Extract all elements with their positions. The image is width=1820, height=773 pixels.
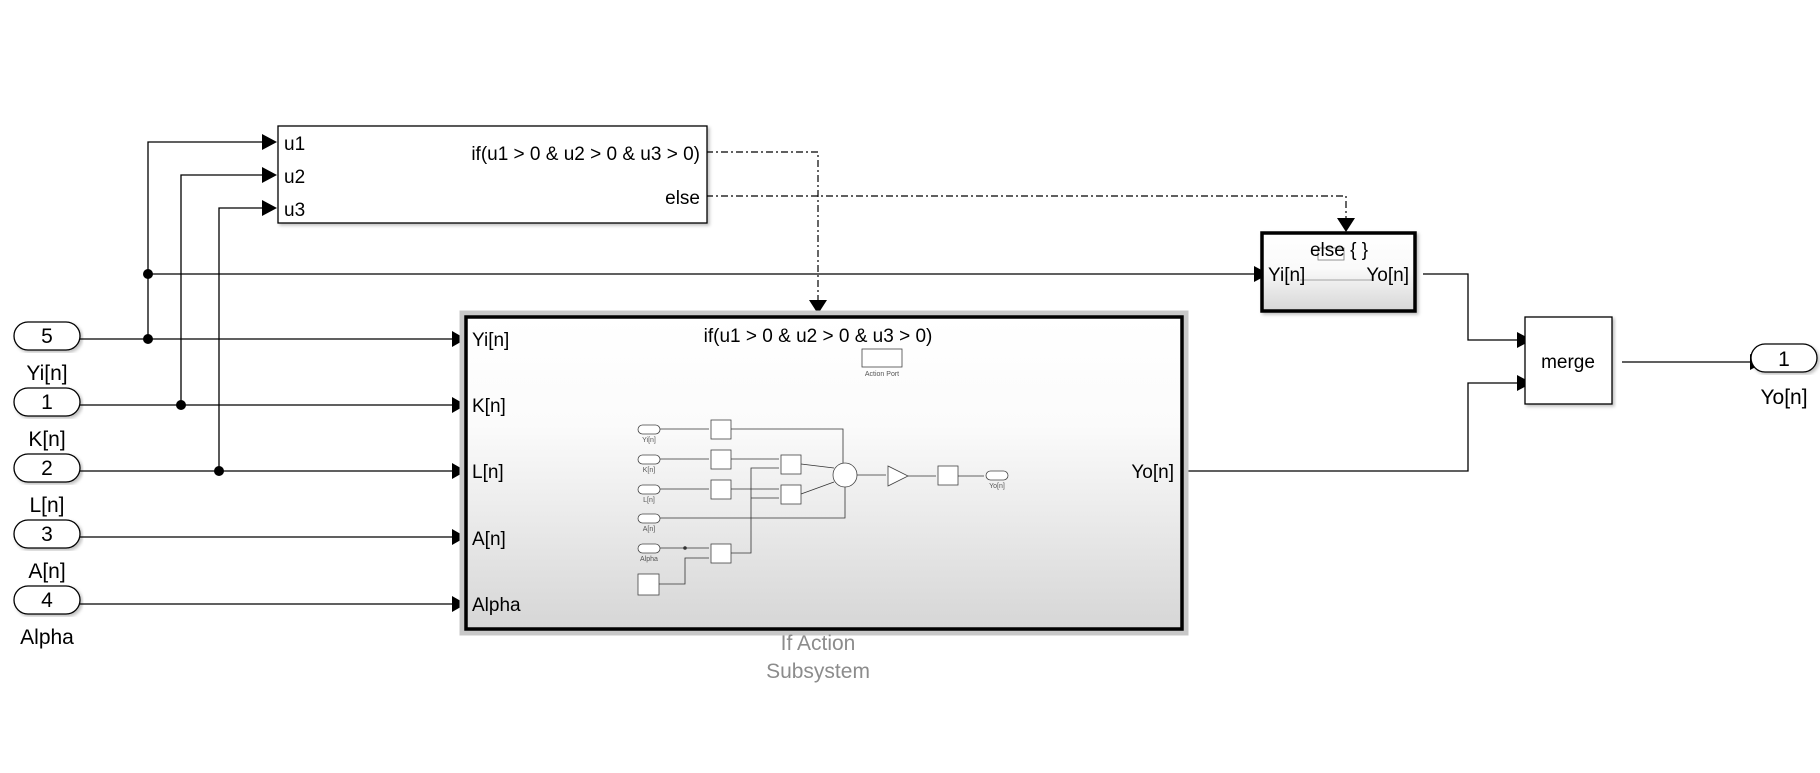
inport-l-number: 2 — [41, 457, 53, 480]
inner-outport-label: Yo[n] — [989, 483, 1005, 490]
arrow-k-subsystem — [452, 397, 466, 413]
inner-inport-a — [637, 513, 661, 524]
inner-wire-13 — [731, 467, 779, 554]
inner-unit-delay — [937, 465, 959, 486]
inner-inport-k — [637, 454, 661, 465]
arrow-else-action — [1337, 218, 1355, 232]
line-k-to-u2[interactable] — [180, 174, 262, 405]
else-input: Yi[n] — [1268, 265, 1305, 286]
inner-inport-k-label: K[n] — [643, 467, 656, 474]
inner-action-port — [861, 348, 903, 368]
inner-inport-yi-label: Yi[n] — [642, 437, 656, 444]
line-l-to-u3[interactable] — [218, 207, 262, 471]
if-block[interactable]: u1 u2 u3 if(u1 > 0 & u2 > 0 & u3 > 0) el… — [277, 125, 708, 224]
inner-constant — [637, 573, 660, 596]
line-subsystem-to-merge[interactable] — [1182, 382, 1517, 472]
arrow-a-subsystem — [452, 529, 466, 545]
line-if-action[interactable] — [706, 151, 819, 300]
inner-product-b — [780, 484, 802, 505]
merge-label: merge — [1541, 352, 1595, 373]
inner-inport-alpha-label: Alpha — [640, 556, 658, 563]
subsystem-halo — [459, 310, 1189, 636]
inner-inport-alpha — [637, 543, 661, 554]
outport-number: 1 — [1778, 348, 1790, 371]
inner-outport — [985, 470, 1009, 481]
merge-block[interactable]: merge — [1524, 316, 1613, 405]
junction-yi-b — [143, 334, 153, 344]
inport-alpha-label: Alpha — [20, 626, 74, 649]
junction-yi-a — [143, 269, 153, 279]
inner-wire-7 — [800, 463, 835, 469]
inner-gain-triangle — [887, 465, 909, 487]
inport-alpha-number: 4 — [41, 589, 53, 612]
inner-wire-9 — [660, 487, 846, 519]
if-input-u2: u2 — [284, 167, 305, 188]
inner-inport-l — [637, 484, 661, 495]
inner-wire-4 — [731, 428, 844, 463]
inport-l[interactable]: 2 L[n] — [13, 453, 81, 517]
if-action-subsystem[interactable]: if(u1 > 0 & u2 > 0 & u3 > 0) Yi[n] K[n] … — [459, 310, 1189, 683]
inner-product-a — [780, 454, 802, 475]
inport-k-label: K[n] — [28, 428, 65, 451]
inport-l-label: L[n] — [29, 494, 64, 517]
else-output: Yo[n] — [1366, 265, 1409, 286]
subsystem-inner-preview: Action Port Yi[n] K[n] L[n] A[n] Alpha Y… — [637, 348, 1009, 596]
inport-a[interactable]: 3 A[n] — [13, 519, 81, 583]
line-else-action[interactable] — [706, 195, 1347, 218]
signal-lines — [80, 134, 1765, 612]
subsystem-port-a: A[n] — [472, 529, 506, 550]
subsystem-port-alpha: Alpha — [472, 595, 521, 616]
inner-gain-k — [710, 449, 732, 470]
inner-inport-yi — [637, 424, 661, 435]
else-header: else { } — [1310, 240, 1368, 261]
inner-gain-l — [710, 479, 732, 500]
junction-k — [176, 400, 186, 410]
inner-product-alpha — [710, 543, 732, 564]
subsystem-output: Yo[n] — [1131, 462, 1174, 483]
subsystem-header: if(u1 > 0 & u2 > 0 & u3 > 0) — [704, 326, 933, 347]
if-input-u3: u3 — [284, 200, 305, 221]
inport-alpha[interactable]: 4 Alpha — [13, 585, 81, 649]
outport-yo[interactable]: 1 Yo[n] — [1750, 343, 1818, 409]
arrow-u1 — [262, 134, 277, 150]
inner-junction — [683, 546, 687, 550]
inner-inport-a-label: A[n] — [643, 526, 656, 533]
inport-k[interactable]: 1 K[n] — [13, 387, 81, 451]
subsystem-port-k: K[n] — [472, 396, 506, 417]
else-subsystem[interactable]: else { } Yi[n] Yo[n] — [1260, 231, 1417, 313]
if-input-u1: u1 — [284, 134, 305, 155]
subsystem-port-yi: Yi[n] — [472, 330, 509, 351]
inner-gain-yi — [710, 419, 732, 440]
inport-k-number: 1 — [41, 391, 53, 414]
inport-yi[interactable]: 5 Yi[n] — [13, 321, 81, 385]
inport-a-number: 3 — [41, 523, 53, 546]
arrow-l-subsystem — [452, 463, 466, 479]
arrow-u3 — [262, 200, 277, 216]
inner-wire-8 — [800, 481, 835, 495]
arrow-u2 — [262, 167, 277, 183]
line-yi-to-u1[interactable] — [147, 141, 262, 339]
arrow-alpha-subsystem — [452, 596, 466, 612]
inner-inport-l-label: L[n] — [643, 497, 655, 504]
outport-label: Yo[n] — [1760, 386, 1807, 409]
if-output-condition: if(u1 > 0 & u2 > 0 & u3 > 0) — [471, 144, 700, 165]
inner-wire-11 — [659, 557, 709, 585]
subsystem-caption-line2: Subsystem — [766, 660, 870, 683]
inport-yi-label: Yi[n] — [26, 362, 67, 385]
arrow-yi-subsystem — [452, 331, 466, 347]
inport-yi-number: 5 — [41, 325, 53, 348]
junction-l — [214, 466, 224, 476]
inport-a-label: A[n] — [28, 560, 65, 583]
inner-sum — [832, 462, 858, 488]
subsystem-caption-line1: If Action — [781, 632, 856, 655]
if-output-else: else — [665, 188, 700, 209]
else-action-port-mini — [1317, 247, 1345, 261]
inner-action-port-label: Action Port — [865, 371, 899, 378]
line-else-to-merge[interactable] — [1423, 273, 1517, 341]
arrow-if-action — [809, 300, 827, 314]
subsystem-port-l: L[n] — [472, 462, 504, 483]
